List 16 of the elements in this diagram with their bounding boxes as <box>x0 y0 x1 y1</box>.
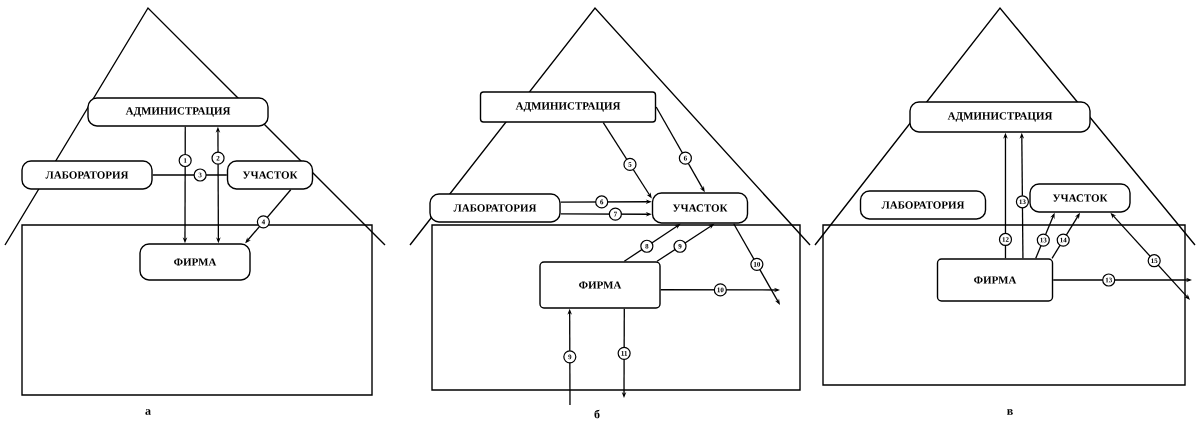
rounded-box: УЧАСТОК <box>1029 183 1131 213</box>
rounded-box: ЛАБОРАТОРИЯ <box>21 160 153 190</box>
rounded-box: ЛАБОРАТОРИЯ <box>429 193 561 223</box>
arrow <box>733 223 780 305</box>
rectangle-box: ФИРМА <box>936 258 1054 302</box>
rounded-box: ФИРМА <box>139 243 251 281</box>
rounded-box: АДМИНИСТРАЦИЯ <box>87 97 269 127</box>
rectangle-box: ФИРМА <box>539 261 661 309</box>
panel-letter: в <box>1007 409 1013 415</box>
panel-letter: а <box>145 409 151 415</box>
rounded-box: УЧАСТОК <box>651 192 749 224</box>
rounded-box: УЧАСТОК <box>226 160 314 190</box>
rectangle-box: АДМИНИСТРАЦИЯ <box>479 91 657 123</box>
panel-letter: б <box>594 409 600 419</box>
rounded-box: ЛАБОРАТОРИЯ <box>859 190 987 220</box>
rounded-box: АДМИНИСТРАЦИЯ <box>909 101 1091 133</box>
